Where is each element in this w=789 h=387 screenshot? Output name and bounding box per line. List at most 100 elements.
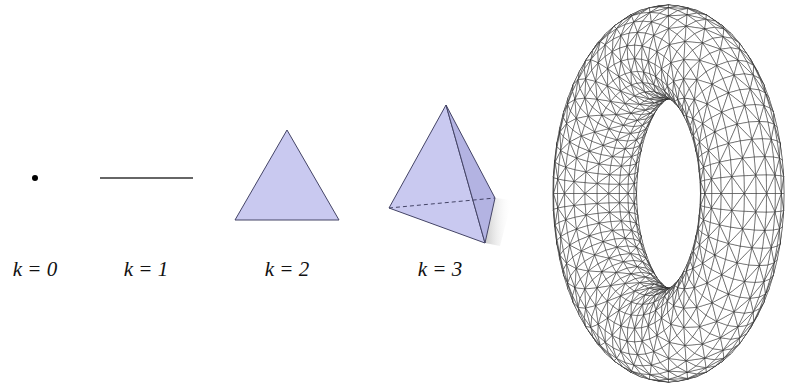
mesh-triangle — [628, 194, 634, 204]
mesh-triangle — [558, 207, 566, 220]
mesh-triangle — [635, 45, 643, 58]
mesh-triangle — [565, 194, 575, 206]
mesh-triangle — [565, 182, 575, 194]
mesh-triangle — [585, 194, 597, 205]
mesh-triangle — [585, 184, 597, 194]
mesh-triangle — [597, 194, 609, 204]
mesh-triangle — [628, 194, 634, 204]
mesh-triangle — [634, 184, 637, 194]
mesh-triangle — [585, 172, 597, 184]
mesh-triangle — [631, 72, 643, 83]
mesh-triangle — [566, 217, 577, 229]
mesh-triangle — [558, 194, 565, 209]
mesh-triangle — [634, 194, 637, 204]
mesh-triangle — [620, 46, 628, 61]
mesh-triangle — [585, 183, 597, 194]
mesh-triangle — [609, 175, 620, 185]
mesh-triangle — [565, 194, 575, 207]
mesh-triangle — [597, 184, 609, 194]
mesh-triangle — [597, 174, 609, 184]
mesh-triangle — [628, 184, 634, 194]
mesh-triangle — [554, 179, 558, 194]
mesh-triangle — [609, 203, 620, 213]
mesh-triangle — [554, 178, 558, 194]
mesh-triangle — [577, 226, 590, 236]
mesh-triangle — [605, 335, 613, 347]
mesh-triangle — [597, 184, 609, 194]
mesh-triangle — [619, 203, 628, 213]
mesh-triangle — [602, 266, 616, 273]
mesh-triangle — [610, 203, 621, 213]
mesh-triangle — [598, 212, 610, 223]
mesh-triangle — [597, 204, 609, 214]
mesh-triangle — [619, 175, 628, 185]
mesh-triangle — [669, 5, 688, 8]
mesh-triangle — [629, 174, 635, 184]
mesh-triangle — [598, 164, 610, 175]
mesh-triangle — [585, 194, 597, 204]
mesh-triangle — [619, 184, 628, 193]
mesh-triangle — [558, 167, 566, 180]
mesh-triangle — [619, 203, 628, 213]
mesh-triangle — [558, 179, 565, 194]
mesh-triangle — [566, 158, 577, 170]
mesh-triangle — [558, 179, 565, 194]
mesh-triangle — [625, 302, 631, 315]
mesh-triangle — [612, 149, 625, 157]
mesh-triangle — [574, 172, 586, 183]
mesh-triangle — [634, 183, 637, 194]
mesh-triangle — [621, 326, 628, 341]
mesh-triangle — [586, 204, 598, 216]
mesh-triangle — [635, 328, 643, 341]
mesh-triangle — [574, 182, 585, 194]
mesh-triangle — [625, 72, 631, 85]
mesh-triangle — [620, 166, 629, 175]
mesh-triangle — [586, 172, 598, 184]
mesh-triangle — [609, 184, 620, 193]
mesh-triangle — [627, 328, 635, 341]
mesh-triangle — [574, 182, 585, 194]
mesh-triangle — [574, 194, 585, 206]
mesh-triangle — [597, 194, 609, 204]
mesh-triangle — [619, 175, 628, 185]
mesh-triangle — [602, 115, 616, 122]
mesh-triangle — [627, 45, 635, 58]
vertex-point — [32, 175, 38, 181]
mesh-triangle — [574, 194, 585, 206]
mesh-triangle — [628, 184, 634, 194]
mesh-triangle — [610, 166, 622, 175]
mesh-triangle — [609, 194, 620, 203]
mesh-triangle — [635, 328, 643, 341]
mesh-triangle — [631, 83, 644, 92]
mesh-triangle — [565, 180, 575, 193]
mesh-triangle — [620, 326, 628, 341]
mesh-triangle — [631, 295, 644, 304]
mesh-triangle — [631, 304, 643, 315]
hidden-edge — [389, 198, 495, 208]
mesh-triangle — [580, 79, 586, 98]
mesh-triangle — [627, 46, 635, 59]
tetrahedron-side-face — [446, 105, 495, 243]
mesh-triangle — [565, 206, 574, 220]
mesh-triangle — [565, 167, 574, 181]
mesh-triangle — [669, 5, 688, 8]
mesh-triangle — [631, 71, 643, 82]
mesh-triangle — [609, 184, 620, 194]
mesh-triangle — [597, 175, 609, 184]
mesh-triangle — [610, 212, 622, 221]
mesh-triangle — [610, 212, 622, 221]
mesh-triangle — [612, 230, 625, 238]
mesh-triangle — [656, 69, 662, 81]
mesh-triangle — [554, 194, 558, 210]
mesh-triangle — [574, 204, 586, 215]
mesh-triangle — [634, 194, 637, 205]
mesh-triangle — [554, 194, 558, 209]
mesh-triangle — [619, 184, 628, 194]
mesh-triangle — [620, 212, 629, 221]
mesh-triangle — [635, 46, 643, 59]
mesh-triangle — [605, 39, 613, 51]
mesh-triangle — [577, 151, 590, 161]
mesh-triangle — [585, 204, 597, 216]
